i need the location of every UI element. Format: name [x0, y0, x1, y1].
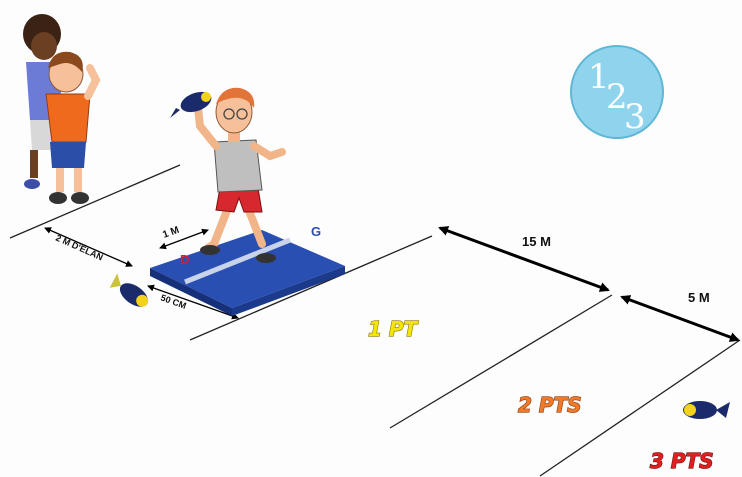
- score-3pts: 3 PTS: [650, 449, 714, 473]
- label-15m: 15 M: [522, 234, 551, 249]
- level-badge: 1 2 3: [571, 46, 663, 138]
- mat-label-right: G: [311, 224, 321, 239]
- label-1m: 1 M: [161, 225, 180, 241]
- mat-label-left: D: [180, 252, 189, 267]
- waiting-children: [23, 14, 96, 204]
- badge-digit-3: 3: [624, 97, 646, 137]
- score-1pt: 1 PT: [368, 317, 419, 341]
- score-2pts: 2 PTS: [518, 393, 582, 417]
- javelin-right: [683, 401, 730, 419]
- held-javelin: [170, 88, 214, 118]
- label-5m: 5 M: [688, 290, 710, 305]
- distance-arrows: [440, 228, 738, 340]
- javelin-left: [108, 273, 153, 312]
- label-run-up: 2 M D'ÉLAN: [54, 233, 104, 263]
- arrow-5m: [622, 297, 738, 340]
